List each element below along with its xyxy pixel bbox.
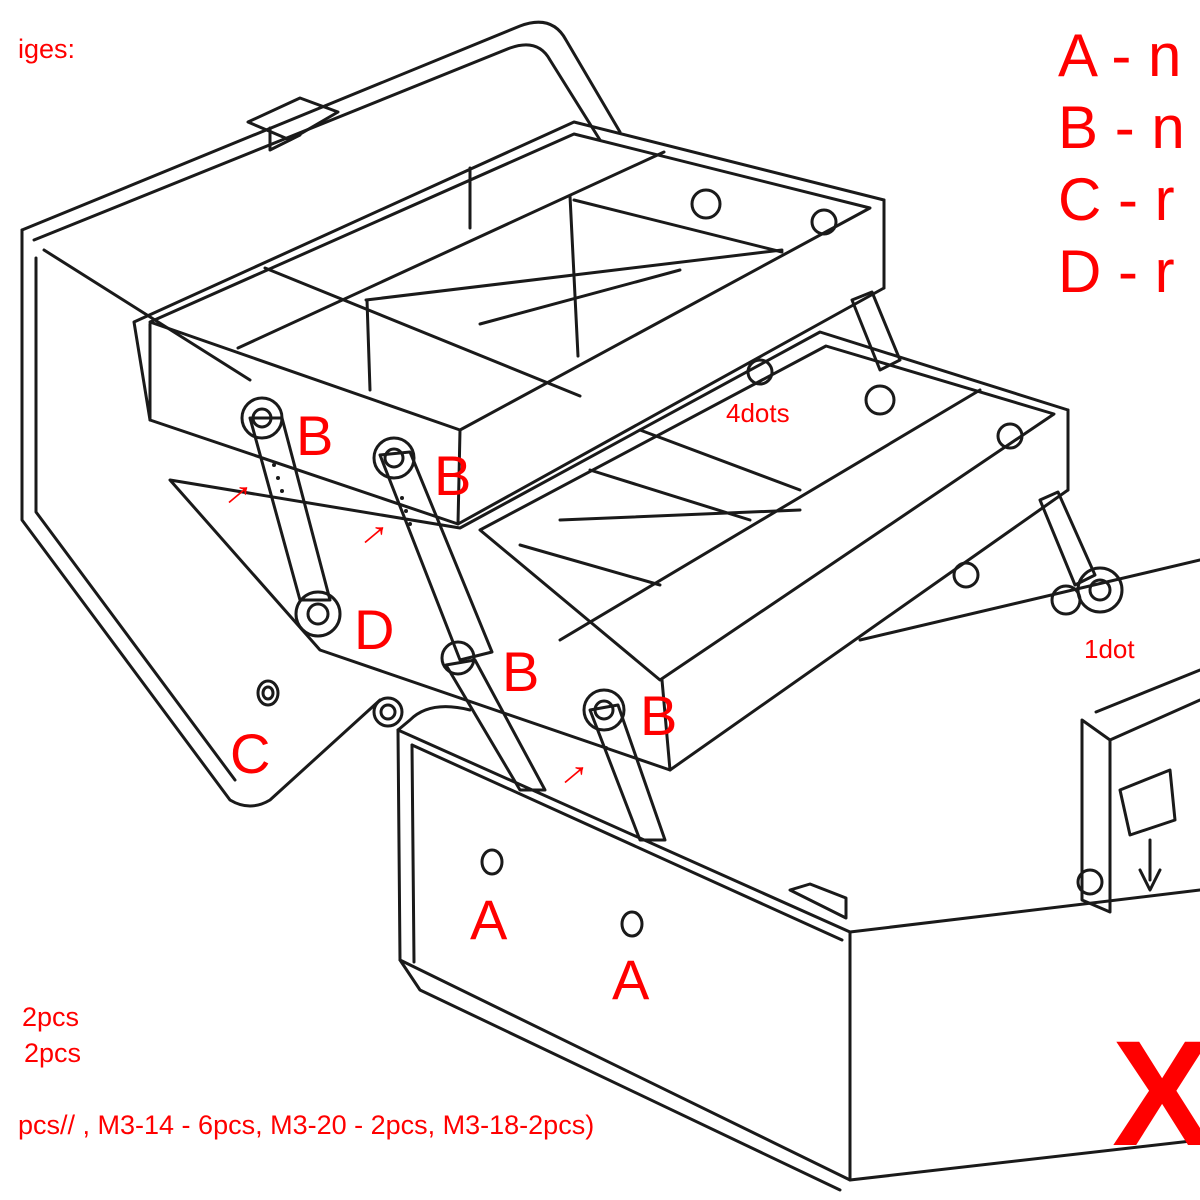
header-fragment: iges: — [18, 34, 76, 64]
label-1dot: 1dot — [1084, 634, 1135, 664]
label-a-2: A — [612, 948, 650, 1011]
legend-a: A - n — [1058, 22, 1182, 89]
note-line-2: 2pcs — [24, 1038, 82, 1068]
label-a-1: A — [470, 888, 508, 951]
label-4dots: 4dots — [726, 398, 790, 428]
label-b-2: B — [434, 444, 472, 507]
label-b-3: B — [502, 640, 540, 703]
label-b-4: B — [640, 684, 678, 747]
arm-dots — [272, 463, 608, 750]
label-d: D — [354, 598, 395, 661]
middle-tray — [168, 330, 1070, 772]
legend-c: C - r — [1058, 166, 1175, 233]
legend-d: D - r — [1058, 238, 1175, 305]
label-b-1: B — [296, 404, 334, 467]
legend-b: B - n — [1058, 94, 1185, 161]
base-box — [372, 558, 1200, 1192]
note-line-1: 2pcs — [22, 1002, 80, 1032]
hinge-arms — [240, 396, 667, 842]
rear-hinges — [690, 188, 1124, 616]
label-c: C — [230, 722, 271, 785]
latch — [1076, 668, 1200, 914]
corner-mark: X — [1112, 1009, 1200, 1177]
note-line-3: pcs// , M3-14 - 6pcs, M3-20 - 2pcs, M3-1… — [18, 1110, 595, 1140]
top-tray — [132, 120, 886, 526]
